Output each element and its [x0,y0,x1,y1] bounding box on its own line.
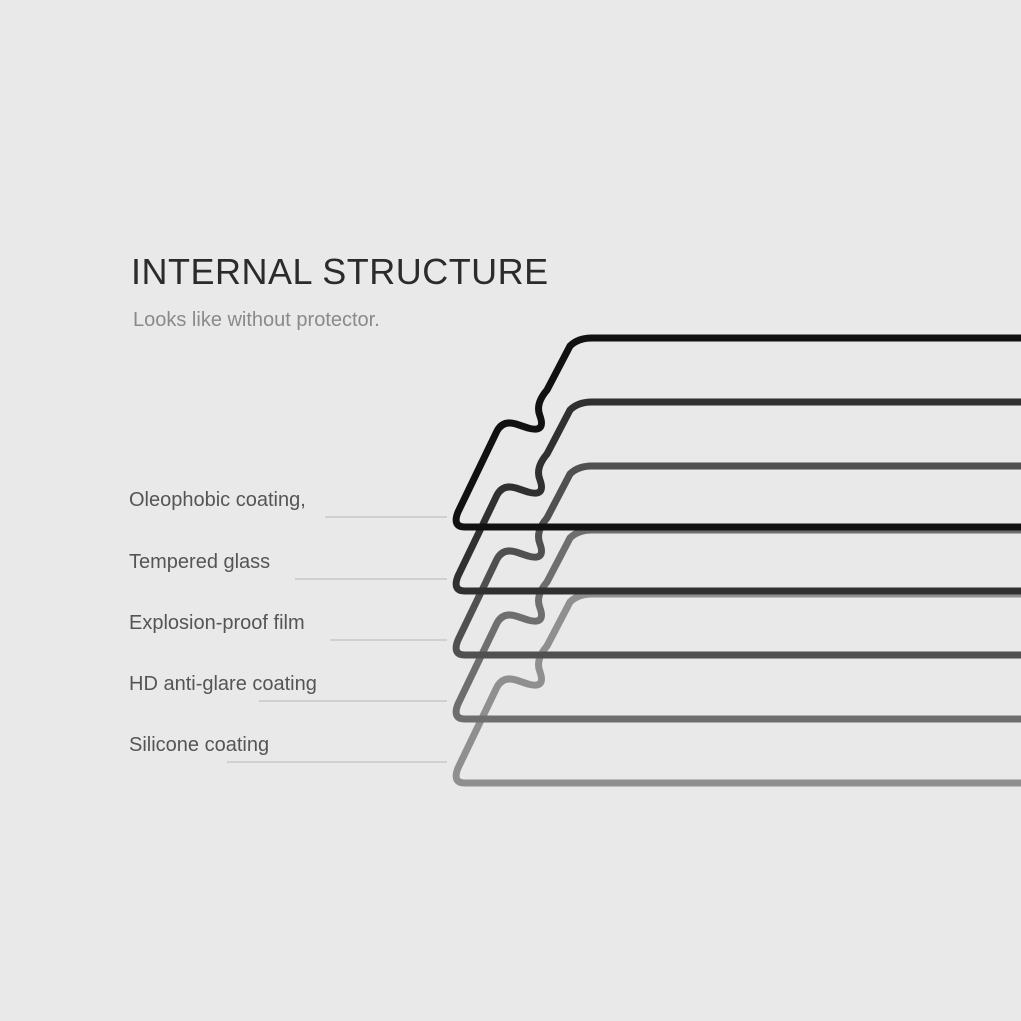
layer-label-tempered-glass: Tempered glass [129,551,275,574]
layer-shape-anti-glare [452,526,1021,723]
leader-lines [227,516,447,763]
layer-label-silicone: Silicone coating [129,734,274,757]
layer-label-explosion-proof: Explosion-proof film [129,612,309,635]
layer-label-anti-glare: HD anti-glare coating [129,673,321,696]
layer-shape-silicone [452,590,1021,787]
layer-shape-tempered-glass [452,398,1021,595]
layer-label-oleophobic: Oleophobic coating, [129,489,310,512]
layer-shape-oleophobic [452,334,1021,531]
page-subtitle: Looks like without protector. [133,309,380,331]
page-title: INTERNAL STRUCTURE [131,251,549,292]
layer-shape-explosion-proof [452,462,1021,659]
